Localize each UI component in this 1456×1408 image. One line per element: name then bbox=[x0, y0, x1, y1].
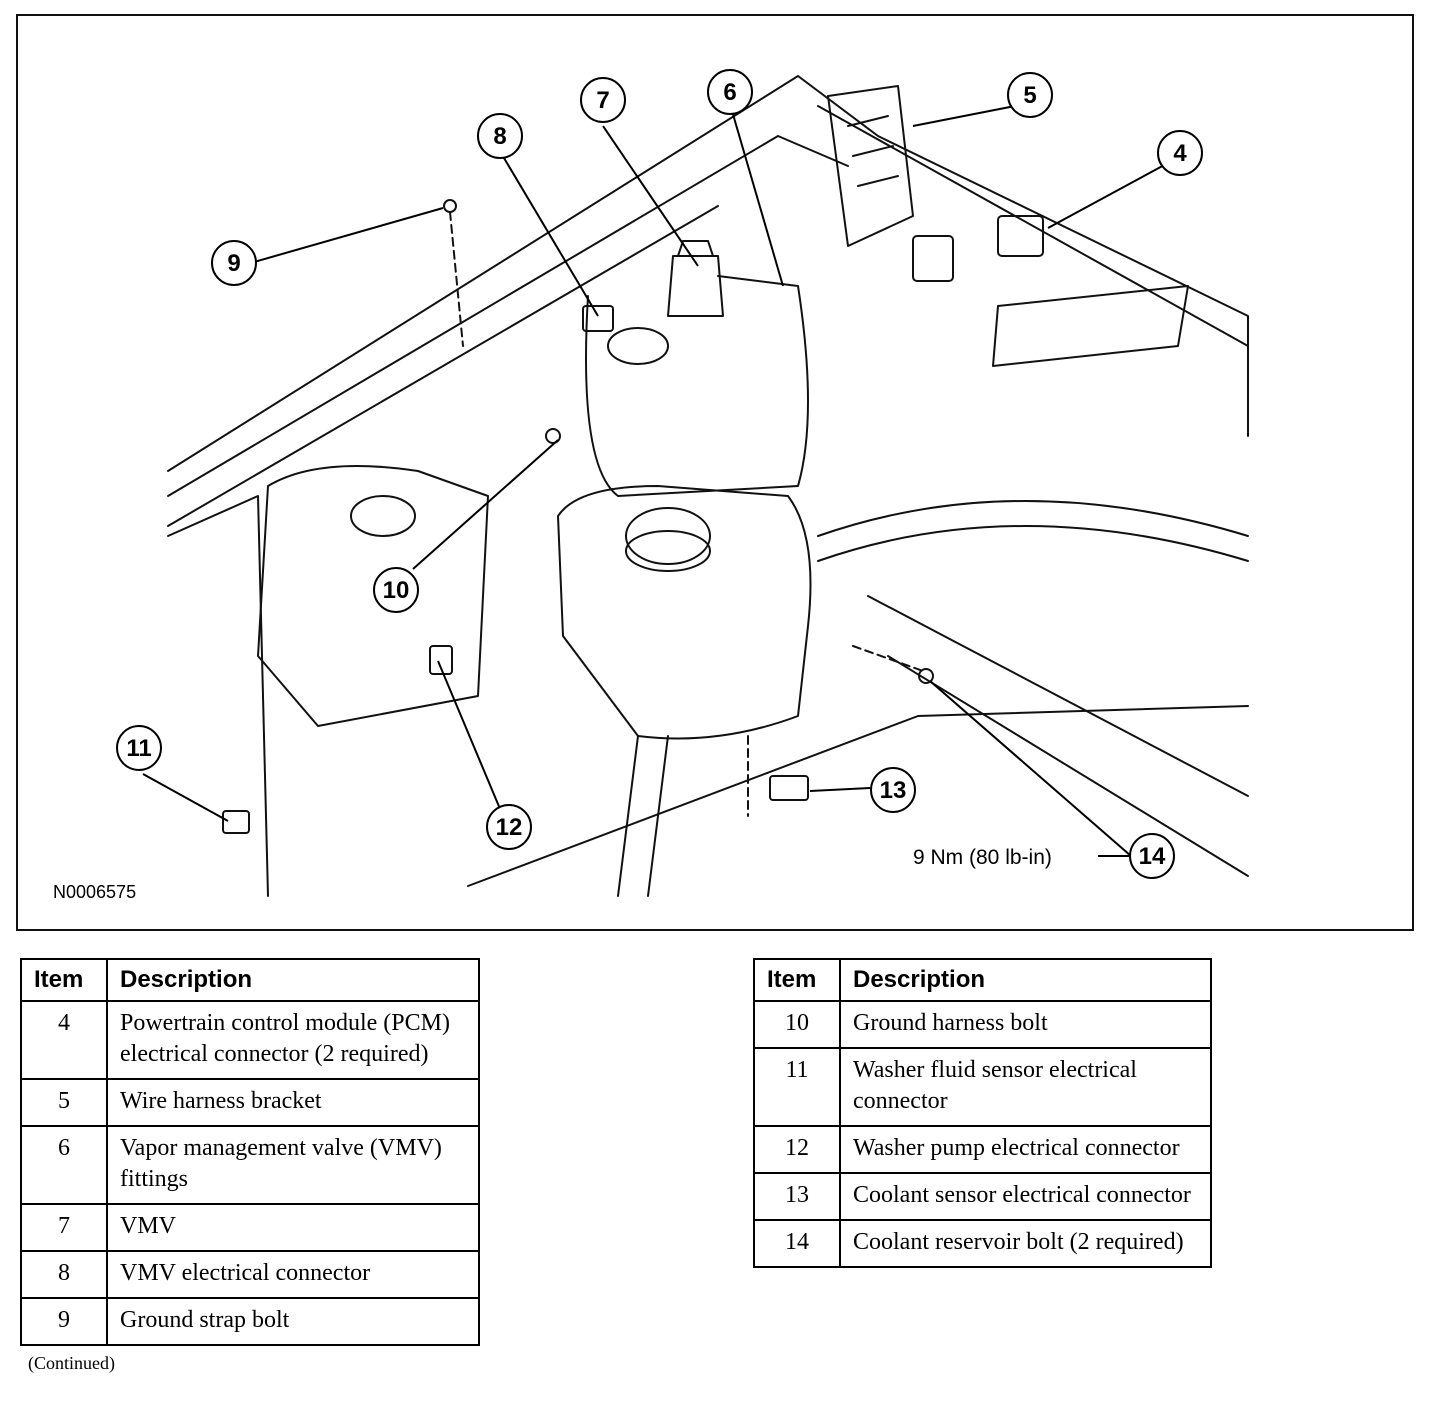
item-description-cell: Ground harness bolt bbox=[839, 1000, 1212, 1049]
item-number-cell: 7 bbox=[20, 1203, 108, 1252]
item-description-cell: VMV electrical connector bbox=[106, 1250, 480, 1299]
callout-circle bbox=[1129, 833, 1175, 879]
washer-reservoir-shape bbox=[257, 465, 489, 727]
callout-number: 13 bbox=[880, 777, 907, 804]
table-header-row: Item Description bbox=[20, 958, 480, 1002]
column-header-description: Description bbox=[839, 958, 1212, 1002]
callout-circle bbox=[580, 77, 626, 123]
callout-number: 14 bbox=[1139, 843, 1166, 870]
item-description-cell: Washer pump electrical connector bbox=[839, 1125, 1212, 1174]
callout-circle bbox=[1007, 72, 1053, 118]
item-number-cell: 9 bbox=[20, 1297, 108, 1346]
item-number-cell: 6 bbox=[20, 1125, 108, 1205]
wire-harness-bracket-shape bbox=[827, 85, 914, 247]
callout-circle bbox=[486, 804, 532, 850]
callout-number: 4 bbox=[1173, 140, 1187, 167]
column-header-item: Item bbox=[20, 958, 108, 1002]
item-description-cell: Coolant reservoir bolt (2 required) bbox=[839, 1219, 1212, 1268]
item-description-cell: VMV bbox=[106, 1203, 480, 1252]
torque-label: 9 Nm (80 lb-in) bbox=[913, 846, 1052, 869]
callout-circle bbox=[707, 69, 753, 115]
callout-number: 9 bbox=[227, 250, 240, 277]
item-description-cell: Vapor management valve (VMV) fittings bbox=[106, 1125, 480, 1205]
item-description-cell: Coolant sensor electrical connector bbox=[839, 1172, 1212, 1221]
item-description-cell: Powertrain control module (PCM) electric… bbox=[106, 1000, 480, 1080]
callout-number: 6 bbox=[723, 79, 736, 106]
coolant-reservoir-shape bbox=[557, 485, 812, 740]
figure-id-label: N0006575 bbox=[53, 882, 136, 902]
washer-sensor-connector-shape bbox=[222, 810, 250, 834]
callout-number: 7 bbox=[596, 87, 609, 114]
callout-circle bbox=[211, 240, 257, 286]
callout-number: 12 bbox=[496, 814, 523, 841]
item-description-cell: Ground strap bolt bbox=[106, 1297, 480, 1346]
coolant-sensor-connector-shape bbox=[769, 775, 809, 801]
table-header-row: Item Description bbox=[753, 958, 1212, 1002]
callout-circle bbox=[477, 113, 523, 159]
coolant-reservoir-bolt-shape bbox=[918, 668, 934, 684]
item-number-cell: 13 bbox=[753, 1172, 841, 1221]
vmv-connector-shape bbox=[582, 305, 614, 332]
callout-circle bbox=[870, 767, 916, 813]
callout-circle bbox=[116, 725, 162, 771]
callout-number: 10 bbox=[383, 577, 410, 604]
figure-frame: 4 5 6 7 8 9 10 11 12 13 14 9 Nm (80 lb-in) N000657… bbox=[16, 14, 1414, 931]
callout-number: 8 bbox=[493, 123, 506, 150]
continued-note: (Continued) bbox=[28, 1353, 115, 1373]
callout-number: 5 bbox=[1023, 82, 1036, 109]
callout-circle bbox=[373, 567, 419, 613]
column-header-item: Item bbox=[753, 958, 841, 1002]
engine-compartment-illustration: 4 5 6 7 8 9 10 11 12 13 14 9 Nm (80 lb-in) N000657… bbox=[53, 69, 1249, 902]
washer-pump-connector-shape bbox=[429, 645, 453, 675]
ground-harness-bolt-shape bbox=[545, 428, 561, 444]
item-number-cell: 5 bbox=[20, 1078, 108, 1127]
item-number-cell: 10 bbox=[753, 1000, 841, 1049]
callout-number: 11 bbox=[126, 735, 151, 762]
callout-circle bbox=[1157, 130, 1203, 176]
vmv-shape bbox=[667, 255, 724, 317]
column-header-description: Description bbox=[106, 958, 480, 1002]
pcm-connector-shape-b bbox=[912, 235, 954, 282]
item-number-cell: 4 bbox=[20, 1000, 108, 1080]
ground-strap-bolt-shape bbox=[443, 199, 457, 213]
item-description-cell: Washer fluid sensor electrical connector bbox=[839, 1047, 1212, 1127]
item-number-cell: 11 bbox=[753, 1047, 841, 1127]
cowl-outline bbox=[167, 75, 1249, 472]
item-number-cell: 14 bbox=[753, 1219, 841, 1268]
item-number-cell: 8 bbox=[20, 1250, 108, 1299]
pcm-connector-shape-a bbox=[997, 215, 1044, 257]
item-number-cell: 12 bbox=[753, 1125, 841, 1174]
item-description-cell: Wire harness bracket bbox=[106, 1078, 480, 1127]
